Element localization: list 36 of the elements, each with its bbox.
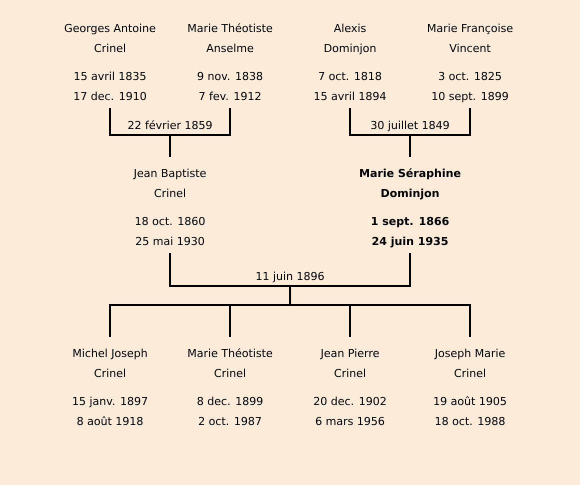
- person-name: Georges Antoine Crinel: [64, 24, 156, 52]
- person-name: Marie Séraphine Dominjon: [360, 168, 460, 200]
- edge-label: 22 février 1859: [128, 120, 212, 130]
- life-date: 15 avril 1835: [74, 72, 146, 80]
- life-date: 18 oct. 1860: [136, 216, 205, 226]
- edge-label: 30 juillet 1849: [371, 120, 449, 132]
- life-date: 7 fev. 1912: [199, 92, 260, 100]
- life-date: 25 mai 1930: [136, 236, 204, 246]
- person-name: Joseph Marie Crinel: [434, 348, 505, 378]
- life-date: 1 sept. 1866: [372, 216, 449, 228]
- life-date: 10 sept. 1899: [432, 92, 508, 102]
- life-date: 6 mars 1956: [316, 416, 384, 426]
- life-date: 8 dec. 1899: [198, 396, 262, 406]
- family-line: [289, 253, 471, 337]
- life-date: 17 dec. 1910: [74, 92, 146, 100]
- edge-label: 11 juin 1896: [256, 272, 324, 282]
- life-date: 7 oct. 1818: [319, 72, 382, 80]
- life-date: 2 oct. 1987: [198, 416, 261, 426]
- person-name: Alexis Dominjon: [324, 24, 376, 54]
- life-date: 19 août 1905: [434, 396, 506, 406]
- person-name: Marie Théotiste Crinel: [188, 348, 272, 378]
- person-name: Marie Théotiste Anselme: [188, 23, 272, 52]
- life-date: 15 janv. 1897: [73, 396, 148, 408]
- person-name: Jean Pierre Crinel: [320, 348, 379, 378]
- life-date: 9 nov. 1838: [198, 72, 262, 80]
- life-date: 3 oct. 1825: [438, 72, 501, 80]
- life-date: 15 avril 1894: [314, 92, 386, 100]
- life-date: 8 août 1918: [77, 416, 143, 426]
- person-name: Marie Françoise Vincent: [428, 24, 513, 52]
- life-date: 20 dec. 1902: [314, 396, 386, 406]
- person-name: Jean Baptiste Crinel: [133, 168, 206, 198]
- family-line: [409, 108, 471, 157]
- family-line: [169, 108, 231, 157]
- life-date: 18 oct. 1988: [436, 416, 505, 426]
- life-date: 24 juin 1935: [372, 236, 448, 248]
- person-name: Michel Joseph Crinel: [73, 348, 147, 378]
